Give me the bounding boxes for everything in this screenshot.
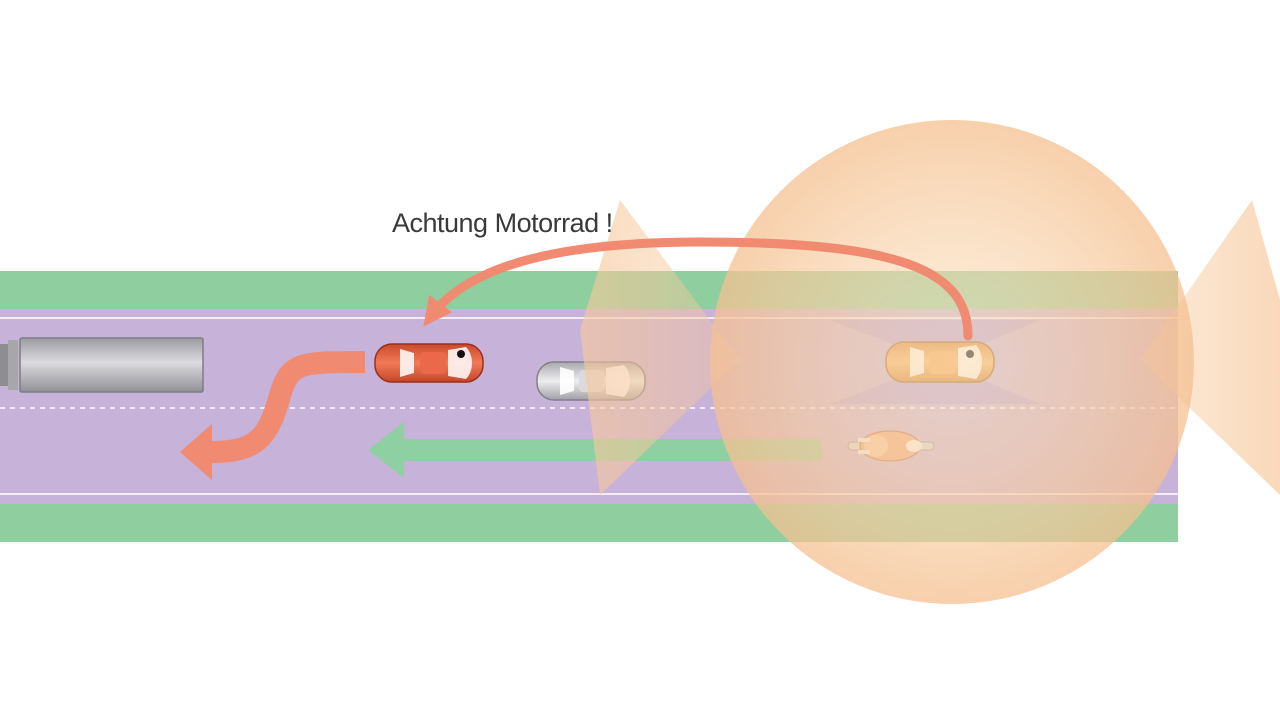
lane-change-arrow [180, 351, 366, 480]
truck [0, 337, 204, 393]
warning-arrow [423, 237, 973, 341]
sight-zone [580, 120, 1280, 604]
warning-label: Achtung Motorrad ! [392, 208, 613, 238]
car-red [374, 343, 484, 383]
